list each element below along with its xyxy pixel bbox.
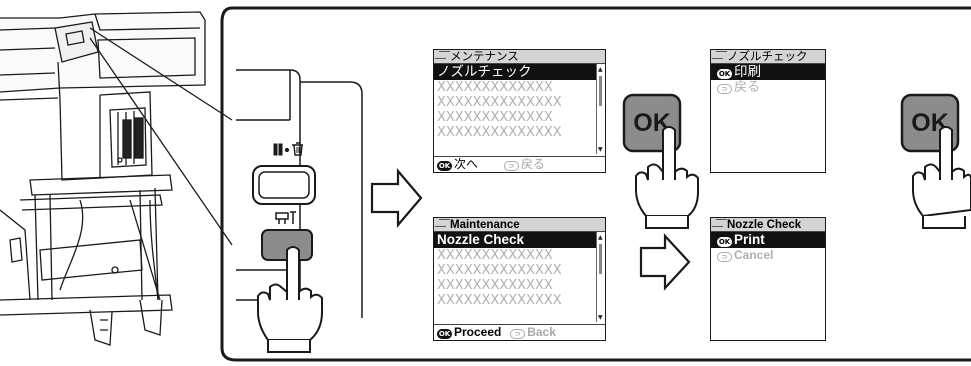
ok-button-icon: OK (437, 329, 452, 339)
lcd-maintenance-menu-jp: メンテナンス ノズルチェック XXXXXXXXXXXXX XXXXXXXXXXX… (433, 49, 606, 173)
footer-back-label: Back (527, 325, 556, 339)
pointing-hand-ok-2 (912, 126, 971, 229)
scroll-thumb (599, 244, 602, 274)
ok-button-icon: OK (717, 69, 732, 79)
lcd-title: メンテナンス (450, 49, 519, 63)
process-arrows (370, 168, 691, 291)
menu-icon (434, 51, 451, 59)
selected-item-label: Print (734, 232, 765, 247)
arrow-right-2 (639, 233, 691, 291)
scrollbar: ▲ ▼ (596, 64, 605, 154)
selected-item: Nozzle Check (434, 232, 596, 248)
lcd-title-bar: Nozzle Check (711, 218, 825, 232)
scroll-down-icon: ▼ (598, 314, 603, 321)
printer-illustration (0, 11, 206, 346)
back-button-icon: ⊃ (510, 329, 526, 339)
lcd-title-bar: メンテナンス (434, 50, 605, 64)
list-item: XXXXXXXXXXXXX (437, 278, 553, 293)
scroll-up-icon: ▲ (598, 66, 603, 73)
lcd-title: Maintenance (450, 219, 520, 231)
list-item: ⊃戻る (711, 80, 825, 95)
lcd-title: Nozzle Check (727, 219, 802, 231)
maintenance-icon (275, 211, 296, 224)
list-item: XXXXXXXXXXXXXX (437, 263, 562, 278)
lcd-title-bar: Maintenance (434, 218, 605, 232)
scroll-down-icon: ▼ (598, 146, 603, 153)
list-item-label: 戻る (734, 80, 761, 95)
scroll-up-icon: ▲ (598, 234, 603, 241)
back-button-icon: ⊃ (717, 252, 732, 262)
selected-item: ノズルチェック (434, 64, 596, 80)
footer-ok-label: 次へ (454, 157, 479, 171)
menu-icon (434, 219, 451, 227)
list-item: XXXXXXXXXXXXX (437, 248, 553, 263)
footer-back-label: 戻る (520, 157, 545, 171)
list-item: XXXXXXXXXXXXX (437, 80, 553, 95)
back-button-icon: ⊃ (717, 84, 732, 94)
callout-lines (89, 27, 233, 246)
scrollbar: ▲ ▼ (596, 232, 605, 322)
list-item: XXXXXXXXXXXXXX (437, 125, 562, 140)
menu-icon (711, 219, 728, 227)
pause-cancel-icon (273, 142, 303, 156)
list-item: ⊃Cancel (711, 248, 825, 263)
list-item-label: Cancel (734, 248, 774, 262)
arrow-right-1 (370, 168, 423, 228)
ok-button-icon: OK (437, 161, 452, 171)
ok-button-icon: OK (717, 237, 732, 247)
list-item: XXXXXXXXXXXXX (437, 110, 553, 125)
lcd-maintenance-menu-en: Maintenance Nozzle Check XXXXXXXXXXXXX X… (433, 217, 606, 341)
back-button-icon: ⊃ (503, 161, 519, 171)
list-item: XXXXXXXXXXXXXX (437, 293, 562, 308)
footer-ok-label: Proceed (454, 325, 502, 339)
pointing-hand-ok-1 (635, 126, 699, 229)
lcd-title: ノズルチェック (727, 49, 808, 63)
scroll-thumb (599, 76, 602, 106)
selected-item-label: 印刷 (734, 64, 761, 80)
menu-icon (711, 51, 728, 59)
lcd-title-bar: ノズルチェック (711, 50, 825, 64)
pointing-hand-panel (257, 246, 323, 353)
list-item: XXXXXXXXXXXXXX (437, 95, 562, 110)
callout-frame (220, 6, 971, 362)
